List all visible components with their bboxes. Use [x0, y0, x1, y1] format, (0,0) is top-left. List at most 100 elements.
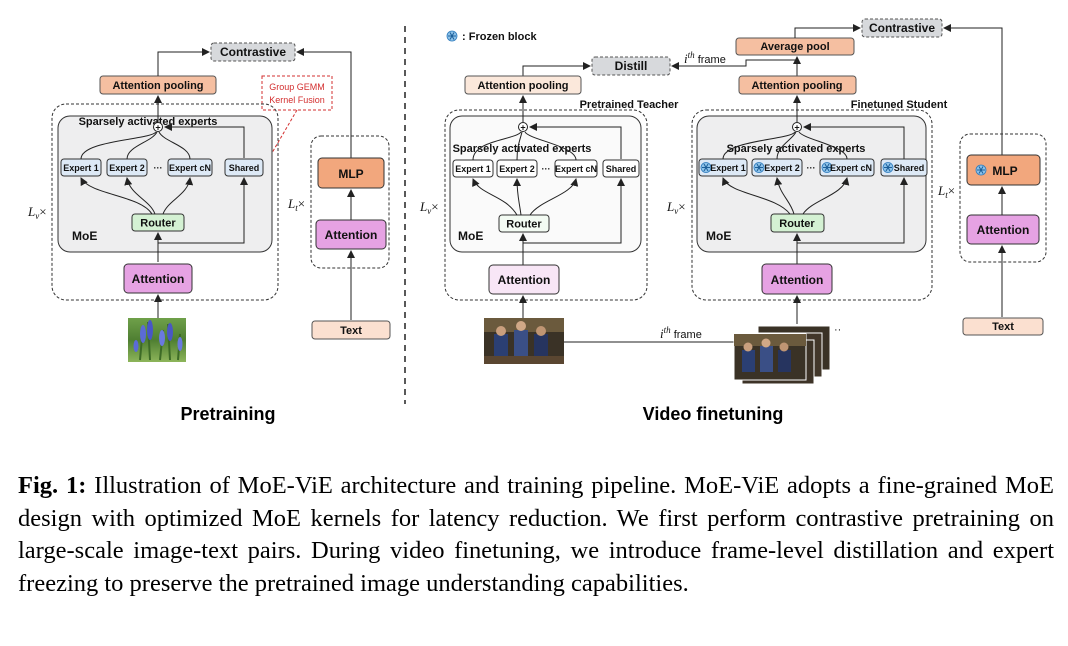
expert-2-label: Expert 2: [109, 163, 145, 173]
attention-pooling-label: Attention pooling: [112, 80, 203, 92]
ft-contrastive-box: [861, 18, 943, 38]
sum-node: [153, 122, 163, 132]
arrow-student-to-distill: [671, 59, 798, 76]
student-moe-label: MoE: [706, 229, 731, 243]
arrow-text-to-contrastive: [296, 48, 352, 158]
moe-block: [57, 115, 273, 253]
distill-label: Distill: [615, 59, 648, 73]
student-shared-label: Shared: [894, 163, 925, 173]
teacher-shared-label: Shared: [606, 164, 637, 174]
ft-contrastive-label: Contrastive: [869, 21, 935, 35]
student-pooling-box: [738, 75, 857, 95]
student-router-box: [770, 213, 825, 233]
student-shared-box: [880, 158, 928, 177]
student-pooling-label: Attention pooling: [751, 80, 842, 92]
ft-text-attention-box: [966, 214, 1040, 245]
architecture-figure: : Frozen block Contrastive Attention poo…: [27, 18, 1047, 424]
svg-text:···: ···: [542, 164, 551, 174]
vision-attention-label: Attention: [132, 272, 185, 286]
student-router-label: Router: [779, 218, 815, 230]
teacher-expert-2-label: Expert 2: [499, 164, 535, 174]
teacher-pooling-label: Attention pooling: [477, 80, 568, 92]
ith-frame-label-bottom: ith frame: [660, 325, 702, 341]
svg-text:···: ···: [807, 163, 816, 173]
teacher-expert-1-label: Expert 1: [455, 164, 491, 174]
student-label: Finetuned Student: [851, 99, 948, 111]
contrastive-box: [210, 42, 296, 62]
student-block-outline: [691, 109, 933, 301]
text-attention-label: Attention: [325, 228, 378, 242]
finetuning-panel: Distill ith frame Average pool Contrasti…: [419, 18, 1047, 424]
teacher-frame-image: [484, 318, 564, 364]
student-moe-block: [696, 115, 927, 253]
average-pool-label: Average pool: [760, 41, 829, 53]
shared-expert-box: [224, 158, 264, 177]
ft-text-block-outline: [959, 133, 1047, 263]
vision-attention-box: [123, 263, 193, 294]
lv-repeat-label: Lv×: [27, 204, 47, 221]
caption-fig-label: Fig. 1:: [18, 472, 87, 499]
arrow-pool-to-contrastive: [157, 48, 210, 76]
arrow-avgpool-to-contrastive: [794, 24, 861, 38]
pretraining-section-label: Pretraining: [180, 404, 275, 424]
arrow-ft-text-to-contrastive: [943, 24, 1003, 155]
teacher-expert-cn-label: Expert cN: [555, 164, 597, 174]
teacher-router-label: Router: [506, 219, 542, 231]
teacher-attention-box: [488, 264, 560, 295]
arrow-shared-to-sum: [164, 123, 245, 158]
contrastive-label: Contrastive: [220, 45, 286, 59]
teacher-label: Pretrained Teacher: [580, 99, 680, 111]
input-image: [128, 318, 186, 362]
student-expert-cn-label: Expert cN: [830, 163, 872, 173]
snowflake-icon: [753, 162, 765, 173]
text-mlp-box: [317, 157, 385, 189]
text-input-box: [311, 320, 391, 340]
text-input-label: Text: [340, 325, 362, 337]
finetuning-section-label: Video finetuning: [643, 404, 784, 424]
router-label: Router: [140, 218, 176, 230]
ft-text-mlp-box: [966, 154, 1041, 186]
teacher-attention-label: Attention: [498, 273, 551, 287]
figure-caption: Fig. 1: Illustration of MoE-ViE architec…: [18, 470, 1054, 600]
group-gemm-note: [261, 75, 333, 111]
svg-text:+: +: [155, 123, 160, 133]
video-frames-stack: ··: [733, 324, 841, 385]
frozen-legend-label: : Frozen block: [462, 31, 537, 43]
ft-text-input-label: Text: [992, 321, 1014, 333]
teacher-sparse-title: Sparsely activated experts: [453, 143, 592, 155]
text-block-outline: [310, 135, 390, 269]
group-gemm-line1: Group GEMM: [269, 82, 325, 92]
snowflake-icon: [882, 162, 894, 173]
group-gemm-line2: Kernel Fusion: [269, 95, 325, 105]
pretraining-panel: Contrastive Attention pooling Group GEMM…: [27, 42, 391, 424]
student-lv-label: Lv×: [666, 199, 686, 216]
frames-ellipsis: ··: [834, 324, 841, 336]
router-box: [131, 213, 185, 232]
student-expert-2-label: Expert 2: [764, 163, 800, 173]
teacher-moe-label: MoE: [458, 229, 483, 243]
text-mlp-label: MLP: [338, 167, 363, 181]
frozen-legend: : Frozen block: [446, 30, 537, 43]
ft-lt-label: Lt×: [937, 183, 955, 200]
ft-text-attention-label: Attention: [977, 223, 1030, 237]
svg-text:+: +: [794, 123, 799, 133]
teacher-lv-label: Lv×: [419, 199, 439, 216]
student-expert-1-label: Expert 1: [710, 163, 746, 173]
teacher-router-box: [498, 214, 550, 233]
teacher-moe-block: [449, 115, 642, 253]
ft-text-mlp-label: MLP: [992, 164, 1017, 178]
arrow-teacher-to-distill: [522, 62, 591, 76]
student-attention-box: [761, 263, 833, 295]
moe-label: MoE: [72, 229, 97, 243]
lt-repeat-label: Lt×: [287, 196, 305, 213]
snowflake-icon: [446, 30, 458, 42]
ft-text-input-box: [962, 317, 1044, 336]
svg-text:+: +: [520, 123, 525, 133]
caption-text: Illustration of MoE-ViE architecture and…: [18, 472, 1054, 597]
expert-1-label: Expert 1: [63, 163, 99, 173]
snowflake-icon: [975, 164, 987, 176]
sparse-experts-title: Sparsely activated experts: [79, 116, 218, 128]
distill-box: [591, 56, 671, 76]
shared-expert-label: Shared: [229, 163, 260, 173]
teacher-block-outline: [444, 109, 648, 301]
